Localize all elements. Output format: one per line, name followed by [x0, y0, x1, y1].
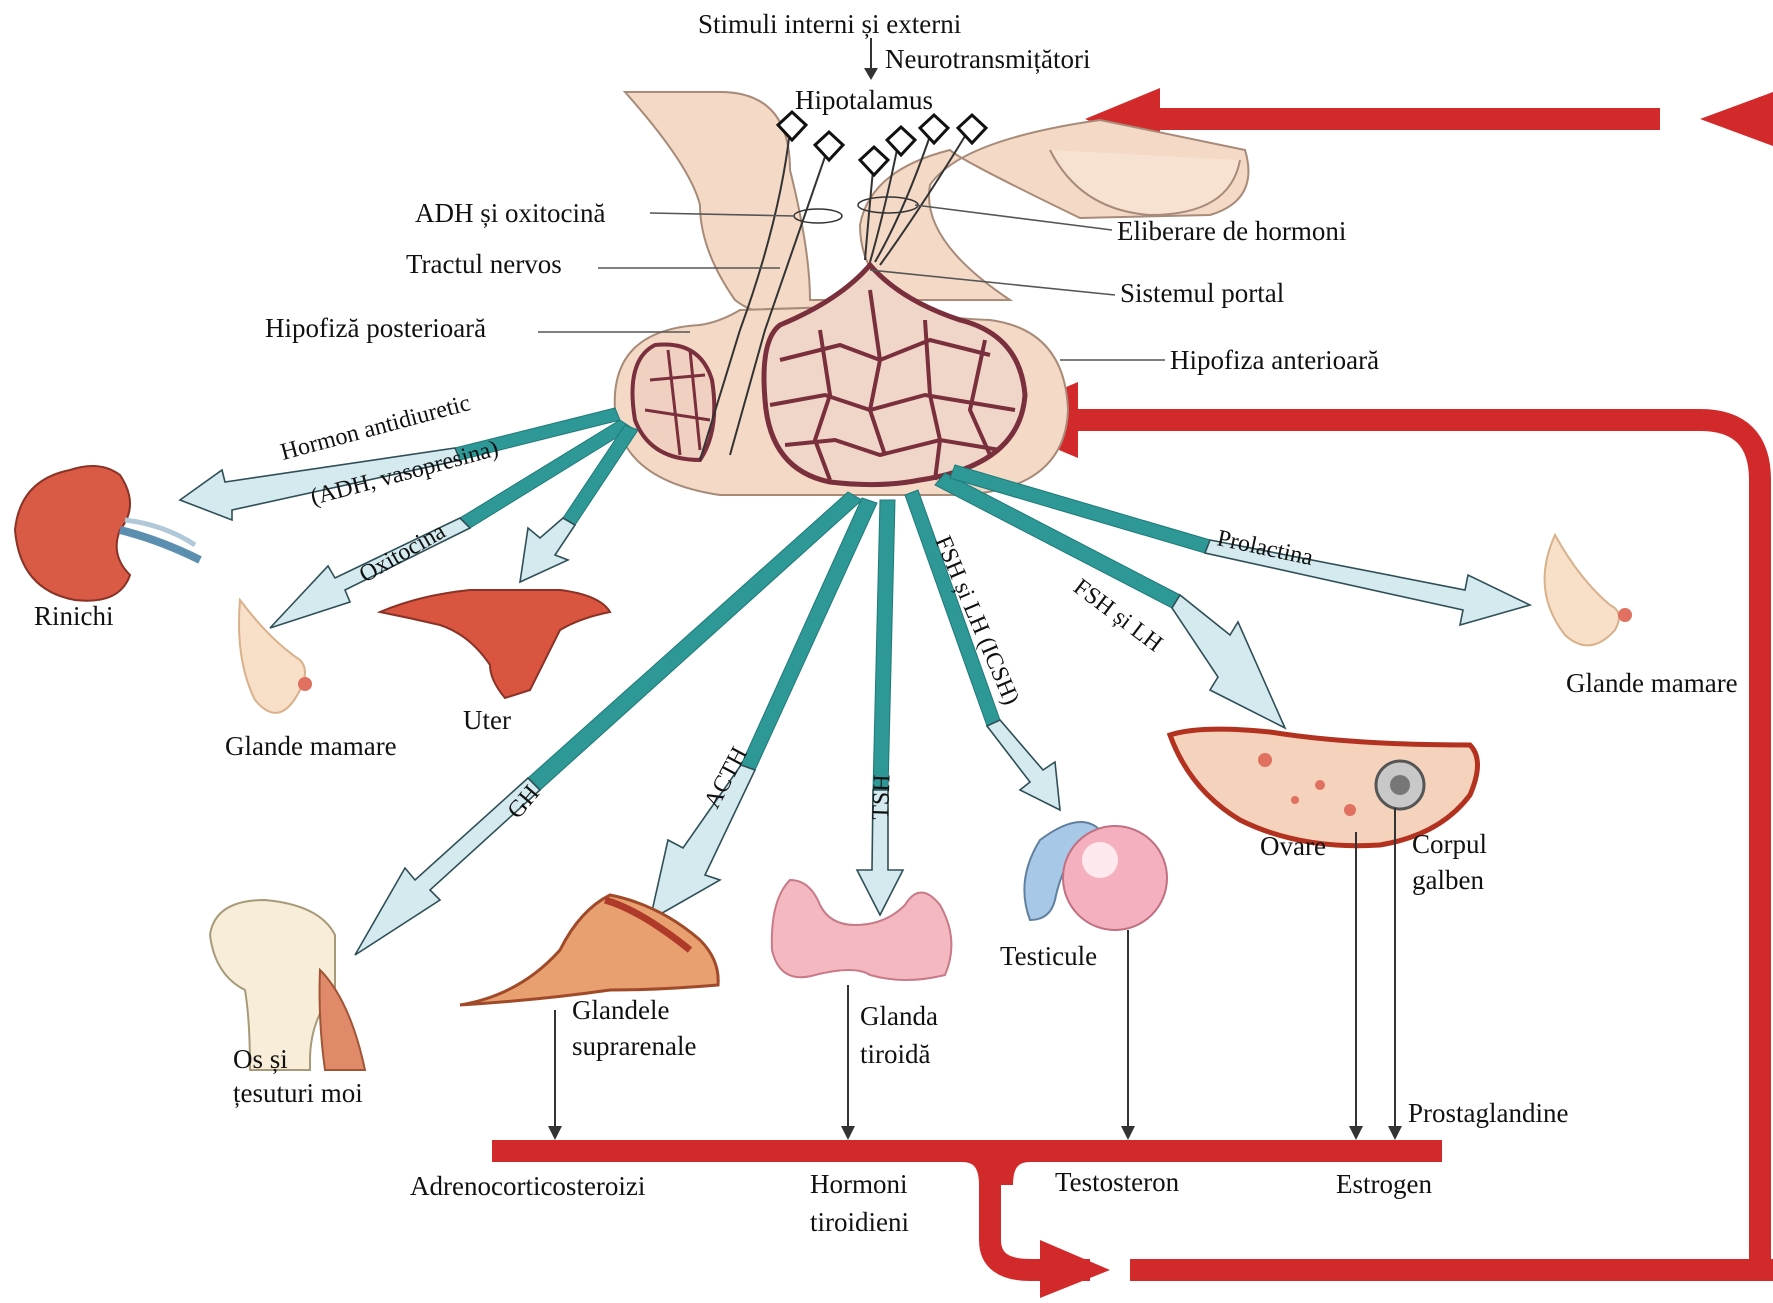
testis	[1024, 822, 1167, 930]
mammary-left-label: Glande mamare	[225, 731, 397, 761]
uterus	[380, 590, 610, 698]
prostaglandins-label: Prostaglandine	[1408, 1098, 1568, 1128]
hormone-release-label: Eliberare de hormoni	[1117, 216, 1346, 246]
thyroid-label-1: Glanda	[860, 1001, 938, 1031]
kidney-label: Rinichi	[34, 601, 114, 631]
testosterone-label: Testosteron	[1055, 1167, 1180, 1197]
estrogen-label: Estrogen	[1336, 1169, 1432, 1199]
adh-oxytocin-label: ADH și oxitocină	[415, 198, 605, 228]
thyroid-hormones-label-1: Hormoni	[810, 1169, 908, 1199]
adrenal-label-2: suprarenale	[572, 1031, 696, 1061]
mammary-right-label: Glande mamare	[1566, 668, 1738, 698]
posterior-pituitary-label: Hipofiză posterioară	[265, 313, 486, 343]
portal-system-label: Sistemul portal	[1120, 278, 1284, 308]
stimuli-label: Stimuli interni și externi	[698, 9, 961, 39]
kidney	[15, 466, 200, 601]
uterus-label: Uter	[463, 705, 511, 735]
feedback-loop-bottom	[492, 1140, 1773, 1298]
oxytocin-hormone-label: Oxitocina	[355, 518, 450, 588]
thyroid-label-2: tiroidă	[860, 1039, 930, 1069]
ovaries-label: Ovare	[1260, 831, 1326, 861]
thyroid-gland	[772, 880, 952, 980]
bone-label-1: Os și	[233, 1044, 288, 1074]
tsh-hormone-label: TSH	[868, 774, 896, 820]
corpus-luteum-label-1: Corpul	[1412, 829, 1487, 859]
adrenal-gland	[460, 895, 718, 1005]
corpus-luteum-label-2: galben	[1412, 865, 1484, 895]
anterior-pituitary-label: Hipofiza anterioară	[1170, 345, 1379, 375]
arrow-tsh	[857, 500, 903, 915]
arrow-acth	[650, 498, 877, 920]
testes-label: Testicule	[1000, 941, 1097, 971]
nerve-tract-label: Tractul nervos	[406, 249, 562, 279]
stimulus-arrow	[864, 38, 878, 80]
mammary-gland-right	[1545, 535, 1632, 645]
hypothalamus-label: Hipotalamus	[795, 85, 933, 115]
thyroid-hormones-label-2: tiroidieni	[810, 1207, 909, 1237]
adrenal-label-1: Glandele	[572, 995, 669, 1025]
bone-label-2: țesuturi moi	[233, 1078, 363, 1108]
neurotransmitters-label: Neurotransmițători	[885, 44, 1090, 74]
adrenocorticosteroids-label: Adrenocorticosteroizi	[410, 1171, 645, 1201]
